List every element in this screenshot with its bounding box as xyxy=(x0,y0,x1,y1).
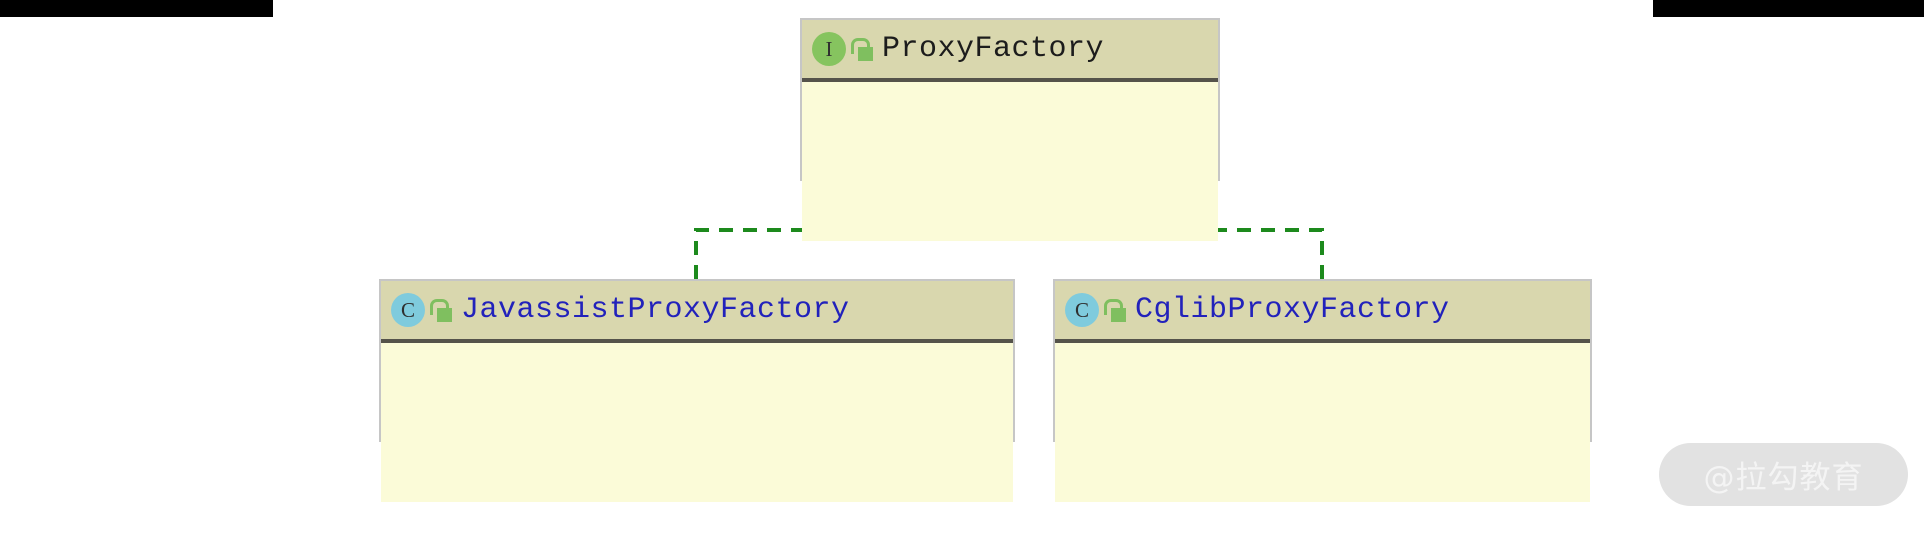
class-badge-icon: C xyxy=(391,293,425,327)
uml-node-title: ProxyFactory xyxy=(882,32,1105,66)
uml-node-header: I ProxyFactory xyxy=(802,20,1218,82)
uml-node-cglib-proxy-factory[interactable]: C CglibProxyFactory xyxy=(1053,279,1592,502)
watermark-badge: @拉勾教育 xyxy=(1659,443,1908,506)
uml-node-title: CglibProxyFactory xyxy=(1135,293,1450,327)
uml-node-members xyxy=(802,82,1218,241)
uml-node-title: JavassistProxyFactory xyxy=(461,293,850,327)
watermark-text: @拉勾教育 xyxy=(1703,460,1864,496)
open-padlock-icon xyxy=(1103,297,1127,323)
open-padlock-icon xyxy=(429,297,453,323)
uml-node-header: C CglibProxyFactory xyxy=(1055,281,1590,343)
uml-node-members xyxy=(381,343,1013,502)
top-crop-bar-left xyxy=(0,0,273,17)
open-padlock-icon xyxy=(850,36,874,62)
uml-node-javassist-proxy-factory[interactable]: C JavassistProxyFactory xyxy=(379,279,1015,502)
class-badge-icon: C xyxy=(1065,293,1099,327)
top-crop-bar-right xyxy=(1653,0,1924,17)
uml-node-header: C JavassistProxyFactory xyxy=(381,281,1013,343)
uml-node-proxy-factory[interactable]: I ProxyFactory xyxy=(800,18,1220,241)
uml-node-members xyxy=(1055,343,1590,502)
interface-badge-icon: I xyxy=(812,32,846,66)
